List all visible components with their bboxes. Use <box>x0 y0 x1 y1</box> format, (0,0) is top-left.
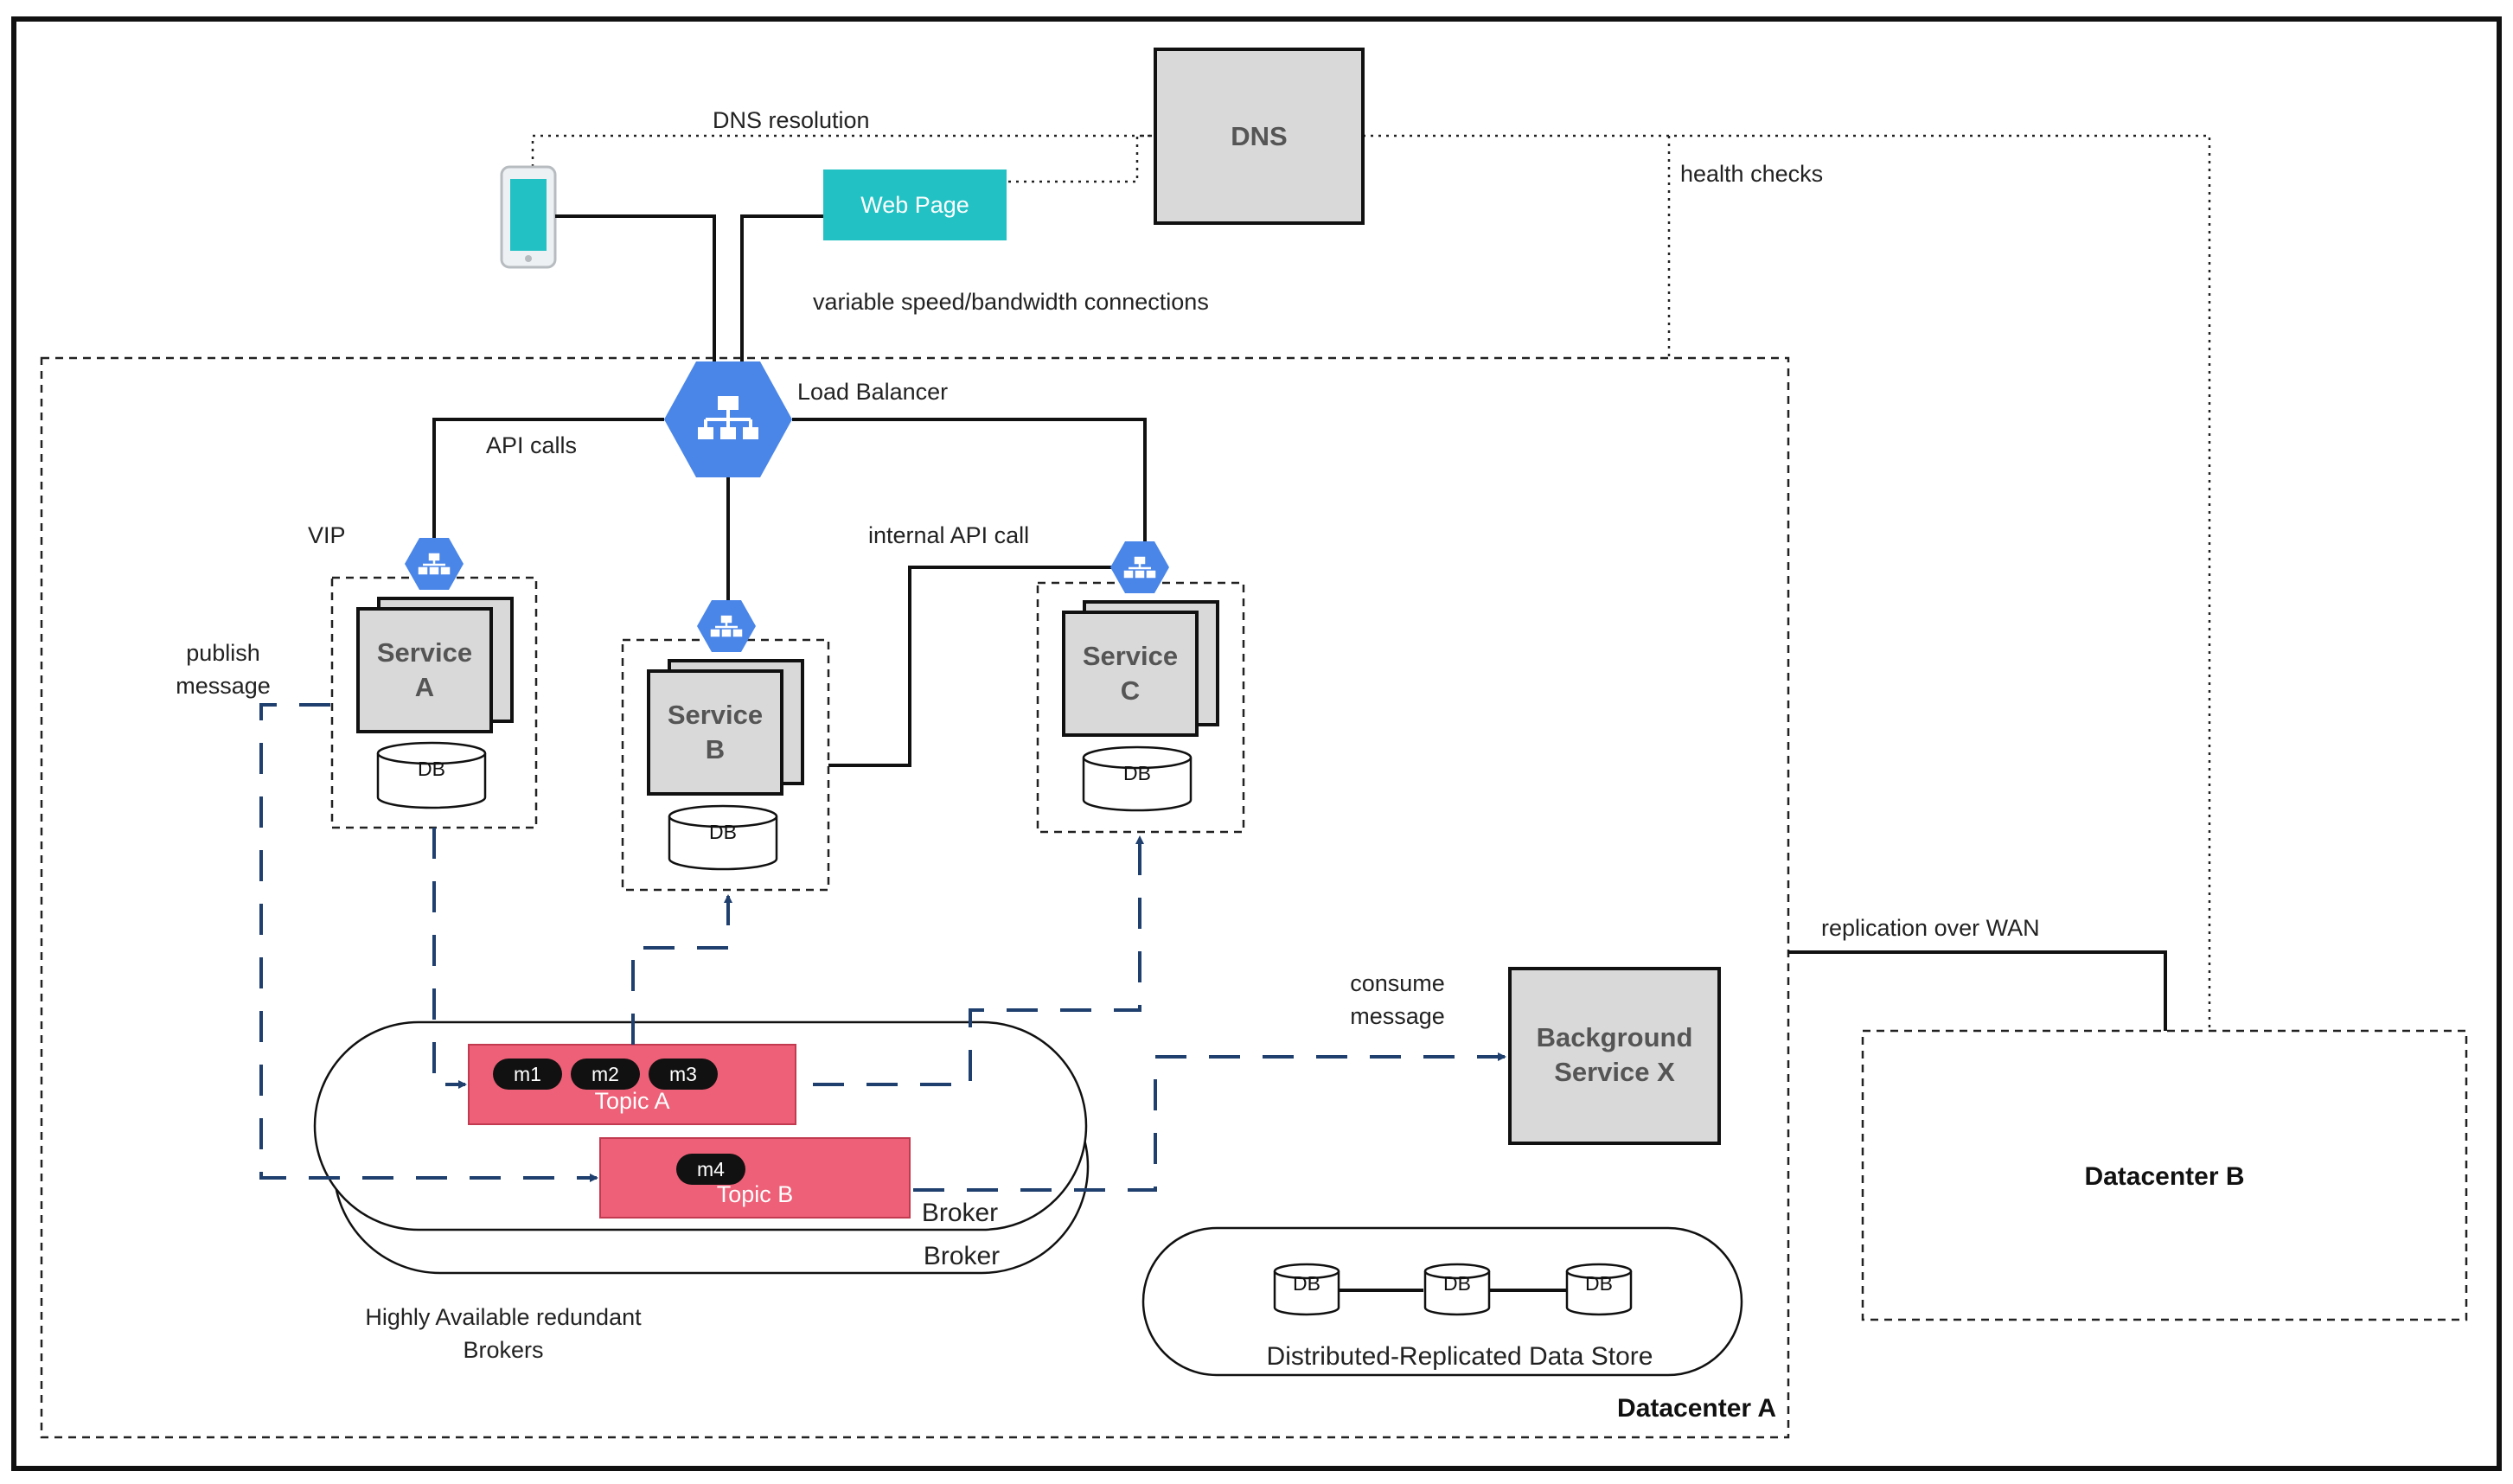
svg-text:m3: m3 <box>669 1063 697 1085</box>
message-m1: m1 <box>493 1059 562 1090</box>
service-c-label-line2: C <box>1121 675 1140 706</box>
service-b-label-line2: B <box>706 734 725 764</box>
vip-icon <box>697 600 756 652</box>
replication-label: replication over WAN <box>1821 915 2040 941</box>
topic-a-label: Topic A <box>594 1088 669 1114</box>
mobile-phone-icon <box>500 165 557 269</box>
store-db-node: DB <box>1423 1263 1491 1316</box>
vip-icon <box>1110 541 1169 593</box>
background-service-label-line1: Background <box>1537 1022 1693 1052</box>
store-db-node: DB <box>1565 1263 1633 1316</box>
api-calls-label: API calls <box>486 432 577 458</box>
wan-replication-link <box>1788 950 2167 1031</box>
broker-front-label: Broker <box>922 1199 998 1227</box>
dns-server: DNS <box>1154 48 1365 225</box>
publish-message-label-line2: message <box>176 673 271 699</box>
service-a: Service A DB <box>330 576 538 829</box>
svg-text:DB: DB <box>1293 1272 1320 1295</box>
background-service-x: Background Service X <box>1508 967 1721 1145</box>
web-page-label: Web Page <box>860 192 969 218</box>
data-store-label: Distributed-Replicated Data Store <box>1267 1342 1653 1371</box>
datacenter-b-label: Datacenter B <box>2084 1162 2244 1191</box>
load-balancer-label: Load Balancer <box>797 379 948 405</box>
service-c: Service C DB <box>1036 581 1245 834</box>
svg-text:m4: m4 <box>697 1158 725 1180</box>
service-a-db-label: DB <box>418 758 445 780</box>
background-service-label-line2: Service X <box>1554 1057 1675 1087</box>
topic-b-label: Topic B <box>717 1181 794 1207</box>
datacenter-b-boundary <box>1861 1029 2468 1321</box>
message-flows <box>259 703 1506 1192</box>
service-a-label-line1: Service <box>377 637 472 668</box>
variable-speed-label: variable speed/bandwidth connections <box>813 289 1209 315</box>
service-c-db-label: DB <box>1123 762 1151 784</box>
health-checks-label: health checks <box>1680 161 1823 187</box>
svg-text:DB: DB <box>1443 1272 1471 1295</box>
datacenter-a-boundary <box>40 356 1790 1439</box>
store-db-node: DB <box>1273 1263 1340 1316</box>
publish-message-label-line1: publish <box>186 640 260 666</box>
message-m3: m3 <box>649 1059 718 1090</box>
topic-a: Topic A m1 m2 m3 <box>468 1044 796 1125</box>
consume-message-label-line2: message <box>1350 1003 1445 1029</box>
message-m4: m4 <box>676 1154 745 1185</box>
service-b-db: DB <box>668 804 778 871</box>
load-balancer-icon <box>664 361 792 477</box>
outer-frame <box>11 16 2502 1471</box>
distributed-data-store: DB DB DB Distributed-Replicated Data Sto… <box>1141 1226 1743 1377</box>
service-b-label-line1: Service <box>668 700 763 730</box>
service-b: Service B DB <box>621 638 830 892</box>
ha-brokers-label-line1: Highly Available redundant <box>365 1304 642 1330</box>
dns-resolution-label: DNS resolution <box>713 107 870 133</box>
vip-icon <box>405 538 464 590</box>
topic-b: Topic B m4 <box>599 1137 911 1219</box>
ha-brokers-label-line2: Brokers <box>463 1337 543 1363</box>
svg-text:m1: m1 <box>514 1063 541 1085</box>
broker-back-label: Broker <box>924 1242 1000 1270</box>
vip-label: VIP <box>308 522 346 548</box>
web-page: Web Page <box>823 170 1007 240</box>
svg-text:DB: DB <box>1585 1272 1613 1295</box>
service-c-db: DB <box>1082 745 1193 812</box>
message-m2: m2 <box>571 1059 640 1090</box>
dns-connections <box>531 134 2211 1031</box>
svg-text:m2: m2 <box>591 1063 619 1085</box>
service-c-label-line1: Service <box>1083 641 1178 671</box>
dns-label: DNS <box>1231 121 1287 151</box>
internal-api-call-label: internal API call <box>868 522 1029 548</box>
datacenter-a-label: Datacenter A <box>1617 1394 1776 1423</box>
client-connections <box>555 214 823 361</box>
api-connections <box>432 418 1147 767</box>
service-a-label-line2: A <box>415 672 434 702</box>
service-b-db-label: DB <box>709 821 737 843</box>
consume-message-label-line1: consume <box>1350 970 1445 996</box>
service-a-db: DB <box>376 741 487 809</box>
